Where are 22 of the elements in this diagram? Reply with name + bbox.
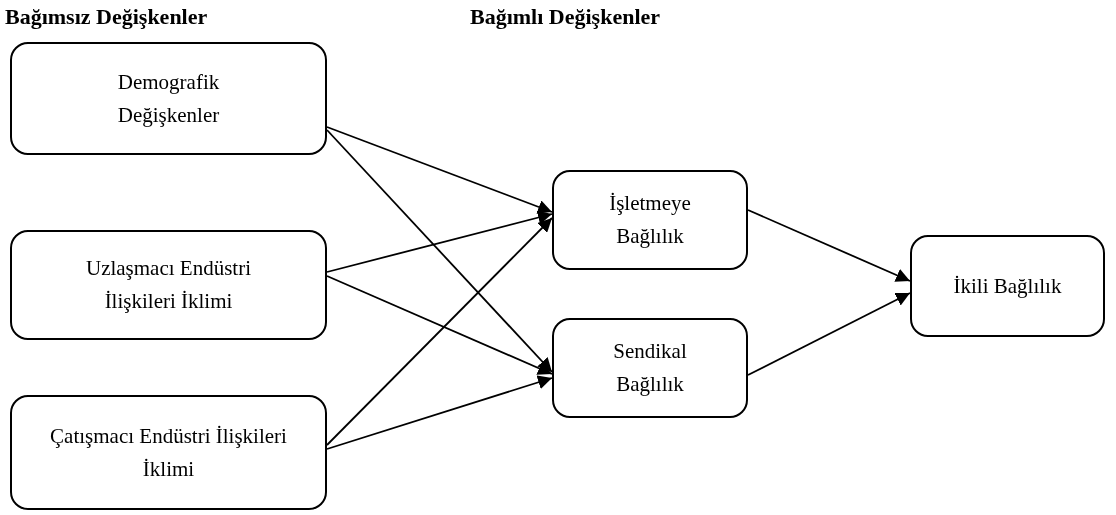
variable-box	[552, 318, 748, 418]
node-text: Demografik Değişkenler	[116, 68, 221, 129]
arrow	[326, 217, 553, 446]
variable-box	[910, 235, 1105, 337]
arrow	[747, 292, 911, 376]
variable-box	[552, 170, 748, 270]
variable-box	[10, 395, 327, 510]
arrow	[326, 129, 553, 373]
variable-box	[10, 42, 327, 155]
arrow	[747, 209, 911, 282]
variable-box	[10, 230, 327, 340]
arrow	[326, 375, 553, 450]
arrow	[326, 210, 553, 273]
column-heading: Bağımsız Değişkenler	[5, 4, 208, 30]
node-text: Sendikal Bağlılık	[612, 338, 688, 398]
node-text: İkili Bağlılık	[953, 272, 1062, 300]
arrow	[326, 126, 553, 214]
node-text: İşletmeye Bağlılık	[608, 190, 692, 250]
column-heading: Bağımlı Değişkenler	[470, 4, 661, 30]
node-text: Uzlaşmacı Endüstri İlişkileri İklimi	[84, 255, 252, 315]
arrow	[326, 275, 553, 375]
node-text: Çatışmacı Endüstri İlişkileri İklimi	[49, 422, 288, 483]
